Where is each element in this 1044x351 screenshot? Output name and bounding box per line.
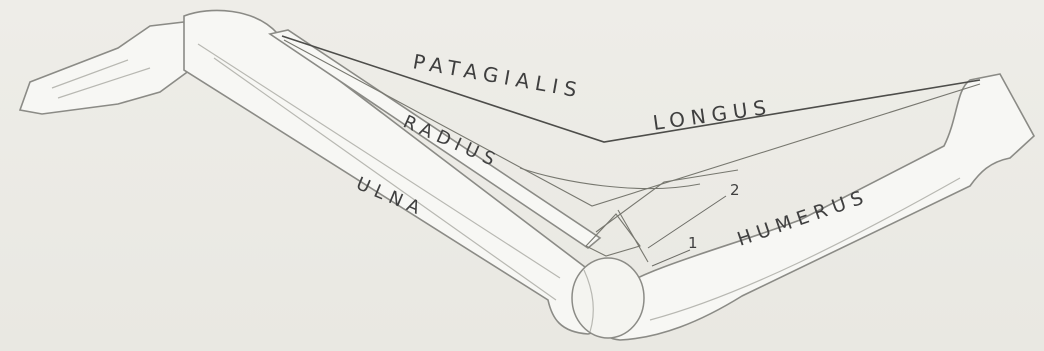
- ulna-bone: [184, 10, 615, 334]
- marker-1: 1: [688, 234, 704, 252]
- label-patagialis: PATAGIALIS: [411, 49, 584, 102]
- manus-bone: [20, 22, 190, 114]
- elbow-joint: [572, 258, 644, 338]
- marker-2: 2: [730, 181, 746, 199]
- label-longus: LONGUS: [651, 94, 773, 134]
